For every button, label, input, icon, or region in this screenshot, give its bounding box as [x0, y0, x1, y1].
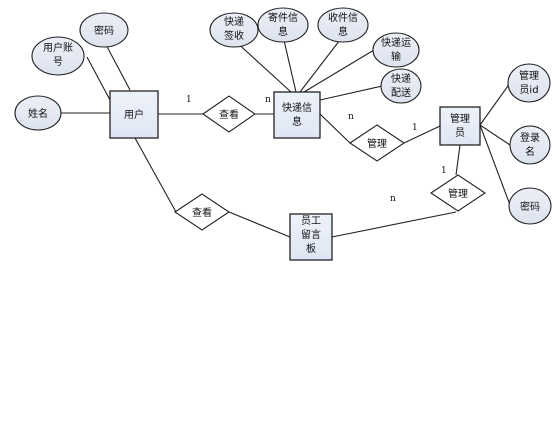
svg-text:快递信: 快递信 [282, 101, 312, 114]
svg-text:员: 员 [455, 127, 465, 139]
attribute-name: 姓名 [14, 95, 62, 131]
svg-text:快递: 快递 [391, 72, 411, 85]
attribute-delivery-transport: 快递运 输 [372, 32, 420, 68]
svg-text:快递: 快递 [224, 15, 244, 28]
relationship-manage-delivery: 管理 [349, 124, 405, 162]
svg-text:息: 息 [338, 25, 348, 38]
attribute-password-user: 密码 [79, 12, 129, 48]
svg-text:用户账: 用户账 [43, 41, 73, 54]
relationship-view-board: 查看 [174, 193, 230, 231]
svg-text:登录: 登录 [520, 131, 540, 144]
svg-text:号: 号 [53, 56, 63, 68]
entity-delivery-info: 快递信 息 [273, 91, 321, 139]
svg-text:配送: 配送 [391, 86, 411, 99]
svg-text:密码: 密码 [520, 200, 540, 213]
cardinality-admin-manage-board: 1 [441, 166, 447, 176]
svg-text:快递运: 快递运 [381, 36, 411, 49]
attribute-password-admin: 密码 [508, 187, 552, 225]
svg-text:息: 息 [292, 115, 302, 128]
cardinality-delivery-manage: n [348, 112, 354, 122]
svg-text:名: 名 [525, 145, 535, 158]
svg-text:员工: 员工 [301, 215, 321, 227]
cardinality-manage-board: n [390, 194, 396, 204]
svg-text:收件信: 收件信 [328, 11, 358, 24]
svg-text:板: 板 [306, 242, 316, 255]
svg-text:姓名: 姓名 [28, 107, 48, 120]
attribute-sender-info: 寄件信 息 [257, 7, 309, 43]
svg-text:寄件信: 寄件信 [268, 11, 298, 24]
relationship-view-delivery: 查看 [202, 95, 256, 133]
cardinality-manage-admin: 1 [412, 123, 418, 133]
svg-text:息: 息 [278, 25, 288, 38]
attribute-receiver-info: 收件信 息 [317, 7, 369, 43]
svg-text:用户: 用户 [124, 108, 144, 121]
attribute-admin-id: 管理 员id [507, 63, 551, 103]
attribute-login-name: 登录 名 [509, 125, 551, 165]
svg-text:管理: 管理 [519, 69, 539, 82]
svg-text:管理: 管理 [367, 137, 387, 150]
attribute-delivery-dispatch: 快递 配送 [380, 68, 422, 104]
svg-text:密码: 密码 [94, 24, 114, 37]
svg-text:管理: 管理 [450, 112, 470, 125]
svg-text:员id: 员id [519, 84, 538, 96]
attribute-user-account: 用户账 号 [31, 36, 85, 76]
entity-user: 用户 [109, 90, 159, 139]
connector-lines [61, 35, 511, 238]
svg-text:查看: 查看 [192, 206, 212, 219]
svg-text:查看: 查看 [219, 108, 239, 121]
entity-admin: 管理 员 [439, 106, 481, 146]
entity-staff-message-board: 员工 留言 板 [289, 213, 333, 261]
relationship-manage-board: 管理 [430, 174, 486, 212]
svg-text:签收: 签收 [224, 29, 244, 42]
cardinality-view-delivery: n [265, 95, 271, 105]
cardinality-user-view: 1 [186, 95, 192, 105]
svg-text:留言: 留言 [301, 228, 321, 241]
svg-text:管理: 管理 [448, 187, 468, 200]
attribute-delivery-sign: 快递 签收 [209, 12, 259, 48]
svg-text:输: 输 [391, 50, 401, 63]
